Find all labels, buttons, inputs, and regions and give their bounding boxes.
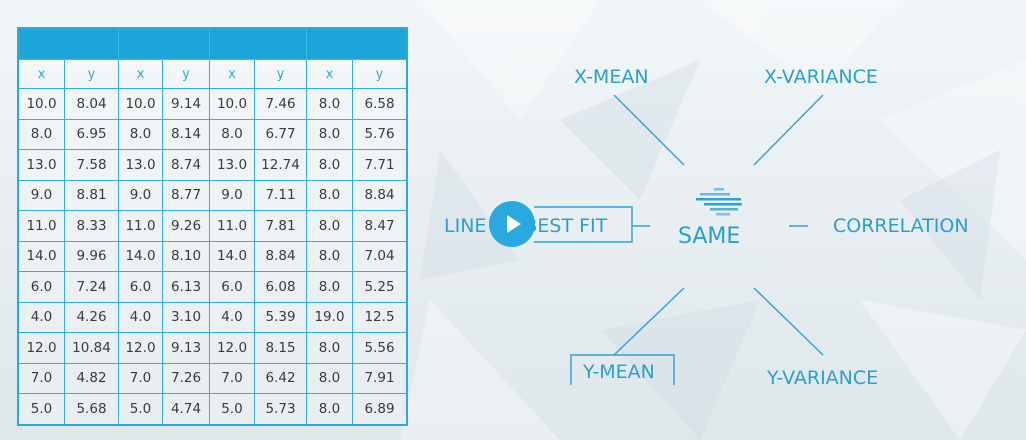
connector-x-variance xyxy=(753,94,824,166)
label-y-variance: Y-VARIANCE xyxy=(767,367,879,389)
table-cell: 6.58 xyxy=(352,88,408,120)
table-cell: 9.14 xyxy=(162,88,210,120)
table-cell: 4.0 xyxy=(209,301,255,333)
table-cell: 10.0 xyxy=(209,88,255,120)
bracket-y-mean xyxy=(570,354,675,385)
label-correlation: CORRELATION xyxy=(833,215,969,237)
table-cell: 10.0 xyxy=(118,88,163,120)
table-cell: 8.0 xyxy=(306,271,353,303)
column-header-y: y xyxy=(352,59,408,89)
column-header-x: x xyxy=(209,59,255,89)
table-cell: 7.58 xyxy=(64,149,119,181)
table-cell: 14.0 xyxy=(118,240,163,272)
play-icon xyxy=(507,215,521,233)
table-cell: 9.13 xyxy=(162,332,210,364)
table-cell: 8.10 xyxy=(162,240,210,272)
table-cell: 8.0 xyxy=(306,210,353,242)
table-cell: 8.0 xyxy=(306,179,353,211)
bracket-line-of-best-fit xyxy=(534,206,633,243)
table-cell: 4.0 xyxy=(118,301,163,333)
table-cell: 5.0 xyxy=(209,393,255,425)
table-cell: 5.25 xyxy=(352,271,408,303)
connector-x-mean xyxy=(613,94,685,166)
table-cell: 5.0 xyxy=(118,393,163,425)
table-cell: 8.84 xyxy=(254,240,307,272)
table-cell: 6.08 xyxy=(254,271,307,303)
label-y-mean: Y-MEAN xyxy=(583,361,655,383)
table-cell: 13.0 xyxy=(209,149,255,181)
connector-y-mean xyxy=(613,287,685,356)
label-x-variance: X-VARIANCE xyxy=(764,66,878,88)
table-cell: 5.73 xyxy=(254,393,307,425)
table-cell: 8.0 xyxy=(306,149,353,181)
table-group-header xyxy=(118,27,210,60)
connector-y-variance xyxy=(753,287,824,356)
stacked-bars-icon xyxy=(696,188,742,216)
table-cell: 8.0 xyxy=(306,118,353,150)
table-cell: 4.26 xyxy=(64,301,119,333)
column-header-x: x xyxy=(17,59,65,89)
table-cell: 5.68 xyxy=(64,393,119,425)
table-cell: 6.42 xyxy=(254,362,307,394)
table-cell: 8.81 xyxy=(64,179,119,211)
table-cell: 9.96 xyxy=(64,240,119,272)
table-cell: 6.13 xyxy=(162,271,210,303)
table-cell: 8.0 xyxy=(306,332,353,364)
column-header-y: y xyxy=(254,59,307,89)
table-cell: 7.46 xyxy=(254,88,307,120)
table-cell: 8.0 xyxy=(306,88,353,120)
label-same: SAME xyxy=(678,224,741,249)
table-group-header xyxy=(209,27,307,60)
play-button[interactable] xyxy=(489,201,535,247)
table-cell: 8.77 xyxy=(162,179,210,211)
table-cell: 5.76 xyxy=(352,118,408,150)
table-cell: 14.0 xyxy=(17,240,65,272)
table-cell: 8.0 xyxy=(306,240,353,272)
table-cell: 12.74 xyxy=(254,149,307,181)
table-cell: 4.82 xyxy=(64,362,119,394)
table-cell: 3.10 xyxy=(162,301,210,333)
label-x-mean: X-MEAN xyxy=(574,66,649,88)
table-cell: 9.26 xyxy=(162,210,210,242)
table-cell: 9.0 xyxy=(118,179,163,211)
column-header-x: x xyxy=(306,59,353,89)
table-cell: 10.0 xyxy=(17,88,65,120)
table-cell: 8.0 xyxy=(306,362,353,394)
table-title-row xyxy=(17,27,408,60)
table-cell: 5.0 xyxy=(17,393,65,425)
column-header-x: x xyxy=(118,59,163,89)
table-cell: 6.77 xyxy=(254,118,307,150)
table-group-header xyxy=(306,27,408,60)
column-header-y: y xyxy=(64,59,119,89)
table-cell: 4.74 xyxy=(162,393,210,425)
table-cell: 11.0 xyxy=(118,210,163,242)
table-cell: 19.0 xyxy=(306,301,353,333)
table-cell: 6.89 xyxy=(352,393,408,425)
table-cell: 7.81 xyxy=(254,210,307,242)
table-cell: 6.95 xyxy=(64,118,119,150)
table-cell: 8.0 xyxy=(306,393,353,425)
table-cell: 6.0 xyxy=(209,271,255,303)
table-cell: 7.04 xyxy=(352,240,408,272)
table-cell: 7.91 xyxy=(352,362,408,394)
table-cell: 12.5 xyxy=(352,301,408,333)
table-cell: 8.84 xyxy=(352,179,408,211)
table-cell: 8.0 xyxy=(17,118,65,150)
